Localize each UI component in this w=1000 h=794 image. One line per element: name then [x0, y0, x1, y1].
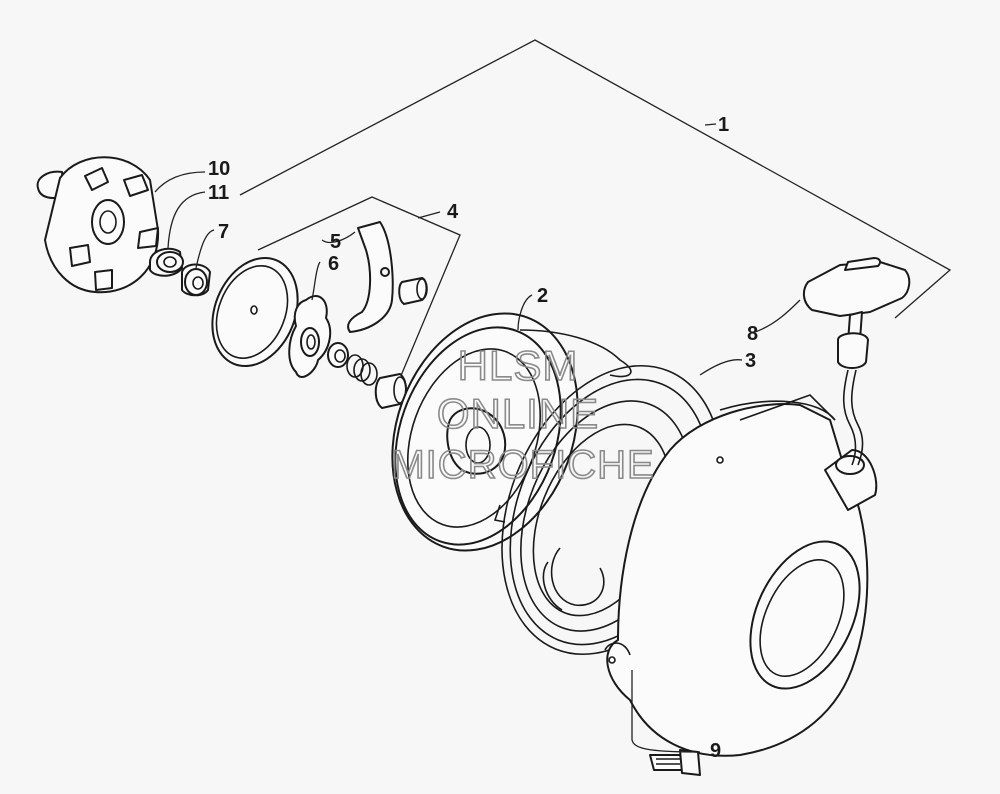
bushing-part-11 — [149, 247, 184, 277]
callout-9: 9 — [710, 740, 721, 762]
collar-part-7 — [181, 263, 211, 297]
callout-3: 3 — [745, 350, 756, 372]
washer-plate — [211, 256, 299, 368]
callout-8: 8 — [747, 323, 758, 345]
callout-10: 10 — [208, 158, 230, 180]
assembly-bracket-1 — [239, 39, 952, 319]
leader-lines — [154, 171, 801, 753]
starter-housing — [604, 394, 878, 757]
callout-labels: 1 2 3 4 5 6 7 8 9 10 11 — [208, 114, 758, 762]
bolt-part-9 — [649, 749, 701, 776]
watermark: HLSM ONLINE MICROFICHE — [391, 341, 655, 488]
callout-11: 11 — [208, 182, 229, 204]
starter-handle-part-8 — [802, 257, 911, 466]
pawl-part-5 — [347, 221, 428, 333]
watermark-line-2: ONLINE — [437, 390, 599, 437]
callout-1: 1 — [718, 114, 729, 136]
watermark-line-3: MICROFICHE — [391, 443, 654, 487]
callout-2: 2 — [537, 285, 548, 307]
spring-collar — [327, 342, 407, 409]
callout-4: 4 — [447, 201, 459, 223]
watermark-line-1: HLSM — [458, 342, 579, 389]
starter-cup-part-10 — [36, 156, 160, 294]
assembly-bracket-4 — [257, 196, 461, 379]
ratchet-guide-part-6 — [288, 295, 332, 378]
callout-5: 5 — [330, 231, 341, 253]
callout-7: 7 — [218, 221, 229, 243]
callout-6: 6 — [328, 253, 339, 275]
